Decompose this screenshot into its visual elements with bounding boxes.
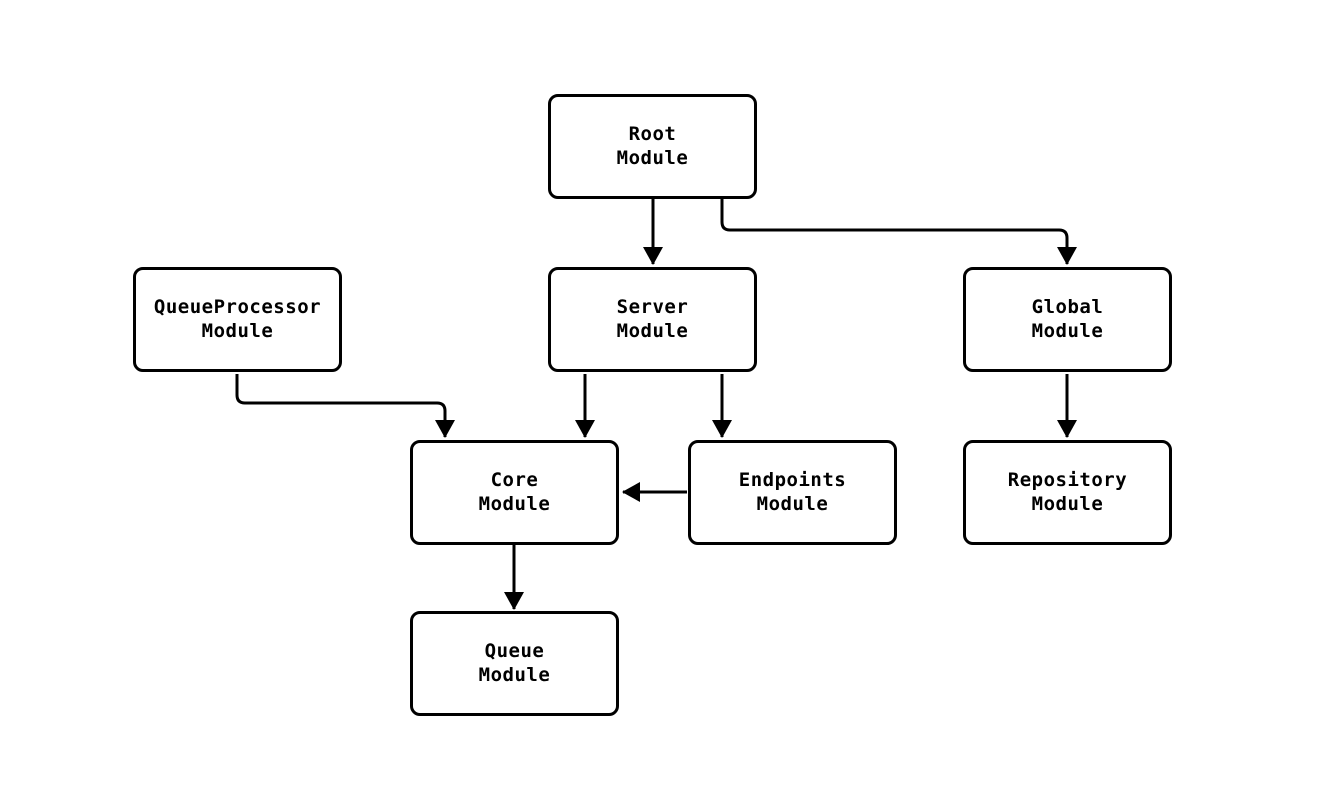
node-server-module-label: Server Module (616, 295, 689, 342)
node-endpoints-module: Endpoints Module (688, 440, 897, 545)
node-repository-module: Repository Module (963, 440, 1172, 545)
node-queueprocessor-module: QueueProcessor Module (133, 267, 342, 372)
node-queueprocessor-module-label: QueueProcessor Module (153, 295, 322, 342)
node-root-module: Root Module (548, 94, 757, 199)
node-endpoints-module-label: Endpoints Module (738, 468, 847, 515)
node-repository-module-label: Repository Module (1007, 468, 1128, 515)
node-server-module: Server Module (548, 267, 757, 372)
node-queue-module-label: Queue Module (478, 639, 551, 686)
edge-queueprocessor-to-core (235, 374, 455, 438)
node-root-module-label: Root Module (616, 122, 689, 169)
node-global-module-label: Global Module (1031, 295, 1104, 342)
edge-root-to-global (720, 199, 1077, 265)
node-queue-module: Queue Module (410, 611, 619, 716)
node-core-module: Core Module (410, 440, 619, 545)
node-global-module: Global Module (963, 267, 1172, 372)
node-core-module-label: Core Module (478, 468, 551, 515)
